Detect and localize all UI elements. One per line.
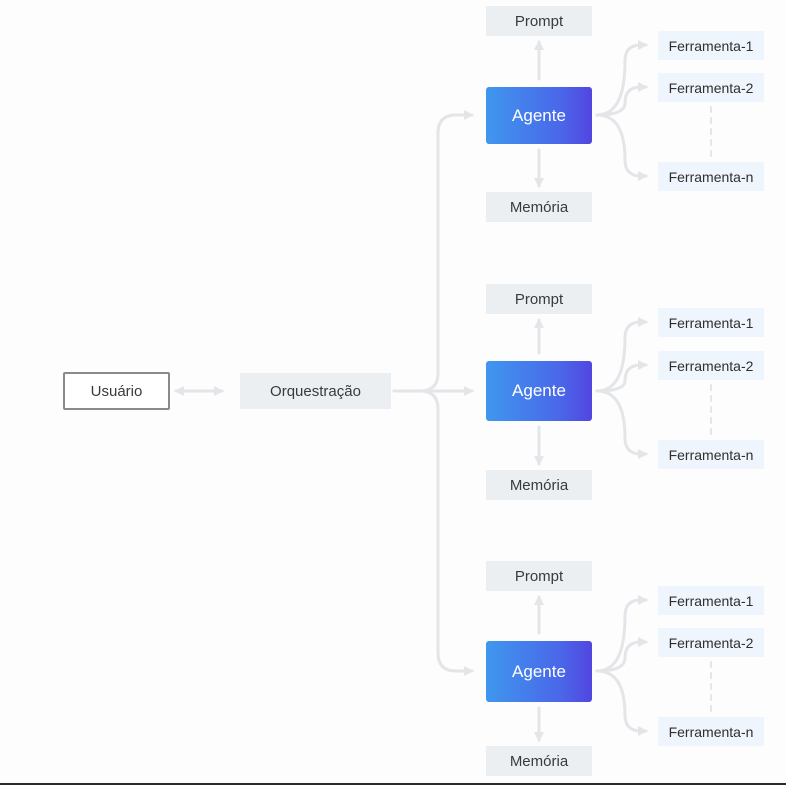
- memory-box: Memória: [486, 470, 592, 500]
- tool-label: Ferramenta-1: [668, 314, 754, 331]
- orchestration-agent-connector: [392, 110, 474, 393]
- tool-label: Ferramenta-1: [668, 37, 754, 54]
- tool-label: Ferramenta-n: [668, 168, 754, 185]
- tool-box-1: Ferramenta-1: [658, 31, 764, 60]
- memory-box: Memória: [486, 746, 592, 776]
- orchestration-label: Orquestração: [270, 382, 361, 400]
- agent-label: Agente: [512, 105, 566, 125]
- agent-tool-connector: [595, 40, 648, 117]
- bottom-border: [0, 783, 786, 785]
- user-box: Usuário: [63, 372, 170, 410]
- tool-label: Ferramenta-n: [668, 446, 754, 463]
- agent-tool-connector: [595, 637, 648, 673]
- tool-box-2: Ferramenta-2: [658, 73, 764, 102]
- tool-label: Ferramenta-n: [668, 723, 754, 740]
- prompt-box: Prompt: [486, 561, 592, 591]
- agent-label: Agente: [512, 661, 566, 681]
- agent-box: Agente: [486, 87, 592, 144]
- tool-label: Ferramenta-2: [668, 79, 754, 96]
- agent-tool-connector: [595, 82, 648, 117]
- agent-tool-connector: [595, 360, 648, 393]
- tool-box-n: Ferramenta-n: [658, 717, 764, 746]
- memory-label: Memória: [509, 198, 569, 216]
- tool-box-1: Ferramenta-1: [658, 308, 764, 337]
- memory-label: Memória: [509, 476, 569, 494]
- agent-tool-connector: [595, 113, 648, 181]
- tool-box-n: Ferramenta-n: [658, 440, 764, 469]
- memory-label: Memória: [509, 752, 569, 770]
- agent-label: Agente: [512, 381, 566, 400]
- memory-box: Memória: [486, 192, 592, 222]
- tool-label: Ferramenta-1: [668, 592, 754, 609]
- agent-box: Agente: [486, 361, 592, 421]
- prompt-label: Prompt: [514, 12, 564, 30]
- prompt-box: Prompt: [486, 284, 592, 314]
- agent-box: Agente: [486, 641, 592, 702]
- tool-label: Ferramenta-2: [668, 357, 754, 374]
- prompt-label: Prompt: [514, 567, 564, 585]
- orchestration-box: Orquestração: [240, 373, 391, 409]
- tool-label: Ferramenta-2: [668, 634, 754, 651]
- tool-box-2: Ferramenta-2: [658, 628, 764, 657]
- prompt-label: Prompt: [514, 290, 564, 308]
- agent-tool-connector: [595, 669, 648, 736]
- user-label: Usuário: [90, 382, 143, 400]
- prompt-box: Prompt: [486, 6, 592, 36]
- tool-box-n: Ferramenta-n: [658, 162, 764, 191]
- agent-tool-connector: [595, 317, 648, 393]
- tool-box-2: Ferramenta-2: [658, 351, 764, 380]
- agent-tool-connector: [595, 595, 648, 673]
- agent-tool-connector: [595, 389, 648, 459]
- orchestration-agent-connector: [418, 389, 474, 676]
- tool-box-1: Ferramenta-1: [658, 586, 764, 615]
